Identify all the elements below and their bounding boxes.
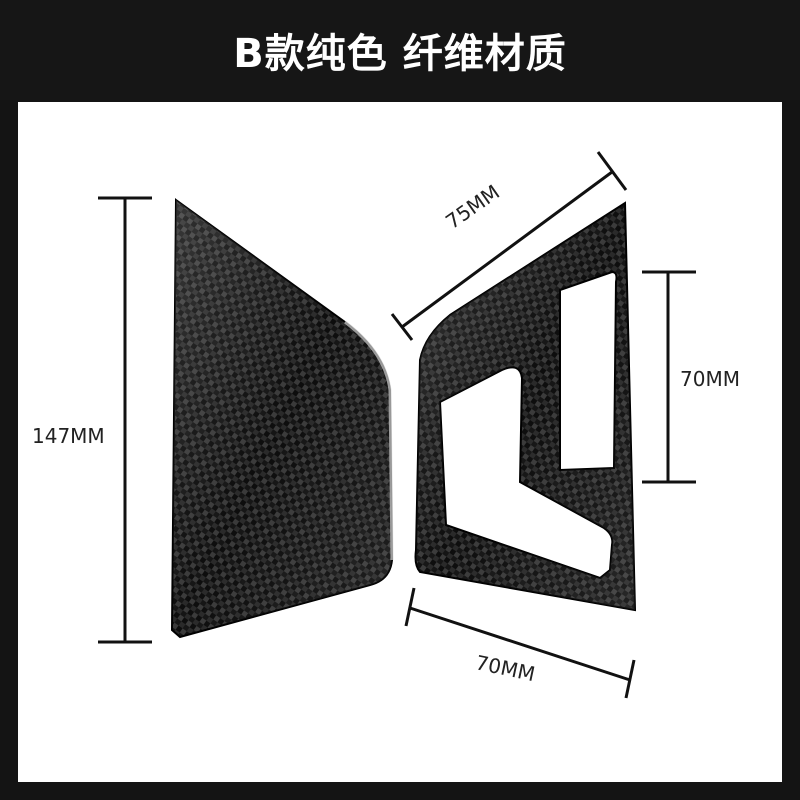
dimension-bottom-width [404,587,636,699]
header-bar: B款纯色 纤维材质 [0,0,800,100]
page-title: B款纯色 纤维材质 [233,31,567,77]
dimension-height-left [98,196,152,644]
label-height-left: 147MM [32,424,105,448]
dimension-height-right [642,270,696,484]
right-trim-panel [414,201,637,612]
left-trim-panel [170,198,394,639]
product-panel [18,102,782,782]
dimension-top-width [390,151,628,341]
label-height-right: 70MM [680,367,740,391]
